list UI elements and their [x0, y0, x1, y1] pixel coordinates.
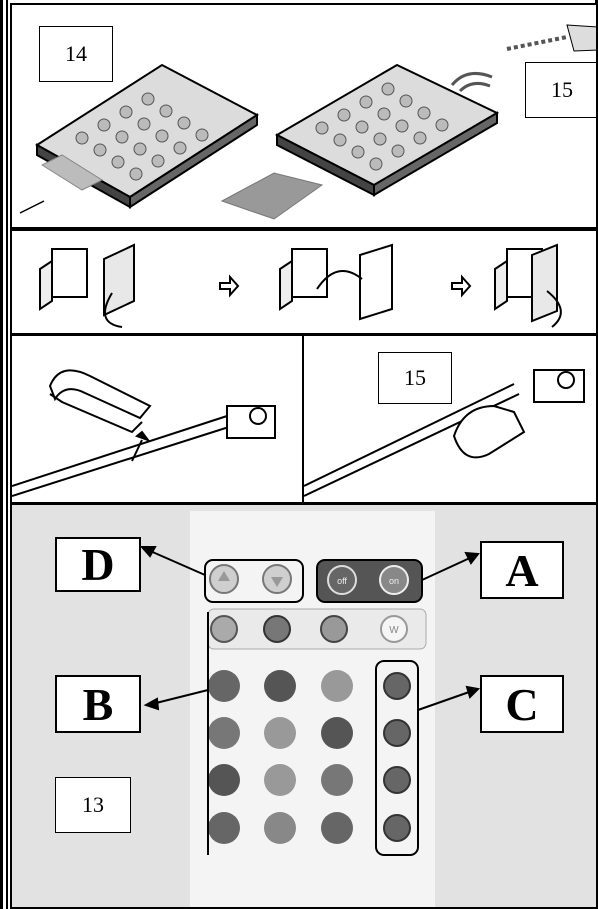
- remote-left-icon: [20, 65, 257, 213]
- left-border-inner: [6, 0, 8, 909]
- clip-icon: [454, 406, 524, 457]
- clip-icon: [52, 249, 87, 297]
- power-buttons: off on: [317, 560, 422, 602]
- label-a: A: [480, 541, 564, 599]
- cable-clip-illustration-left: [12, 336, 304, 504]
- label-c: C: [480, 675, 564, 733]
- remote-right-icon: [277, 65, 497, 195]
- label-b: B: [55, 675, 141, 733]
- adhesive-panel: [10, 229, 598, 335]
- step-number-15: 15: [378, 352, 452, 404]
- remote-panel: off on W: [10, 503, 598, 909]
- cable-clip-panel-left: [10, 334, 304, 504]
- step-number-15: 15: [525, 62, 598, 118]
- mode-buttons: W: [208, 609, 426, 649]
- label-d: D: [55, 537, 141, 592]
- battery-panel: 14 15: [10, 3, 598, 229]
- adhesive-steps-illustration: [12, 231, 598, 335]
- svg-text:on: on: [389, 576, 399, 586]
- svg-text:off: off: [337, 576, 347, 586]
- left-border-outer: [0, 0, 3, 909]
- screwdriver-icon: [507, 25, 598, 51]
- step-number-14: 14: [39, 26, 113, 82]
- clip-icon: [50, 370, 150, 418]
- battery-tab-icon: [222, 173, 322, 219]
- cable-clip-panel-right: 15: [302, 334, 598, 504]
- svg-text:W: W: [389, 625, 399, 636]
- step-number-13: 13: [55, 777, 131, 833]
- pad-icon: [104, 245, 134, 315]
